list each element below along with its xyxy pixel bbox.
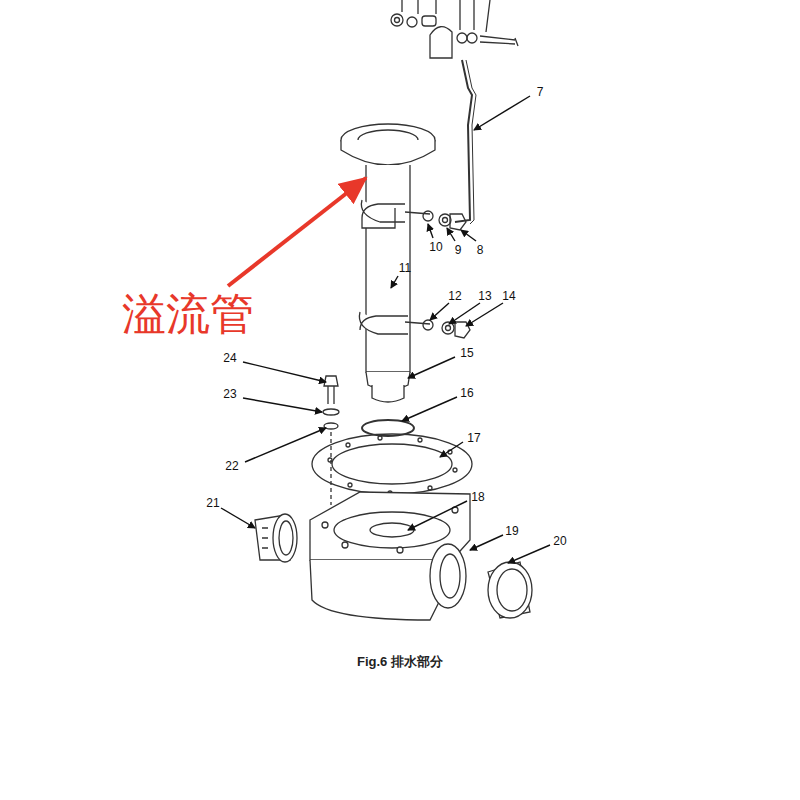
- callout-number: 12: [448, 290, 461, 302]
- overflow-pipe: [341, 124, 435, 402]
- valve-body: [310, 492, 470, 620]
- top-hardware: [391, 0, 518, 58]
- callout-number: 18: [471, 491, 484, 503]
- callout-number: 22: [225, 460, 238, 472]
- callout-number: 15: [460, 347, 473, 359]
- callout-number: 17: [467, 432, 480, 444]
- callout-number: 13: [478, 290, 491, 302]
- callout-number: 16: [460, 387, 473, 399]
- part-name: 溢流管: [122, 292, 254, 336]
- callout-number: 11: [399, 262, 411, 274]
- callout-number: 23: [223, 388, 236, 400]
- callout-number: 7: [537, 86, 544, 98]
- callout-number: 14: [502, 290, 515, 302]
- gasket: [312, 434, 472, 495]
- callout-number: 24: [223, 352, 236, 364]
- callout-number: 19: [505, 525, 518, 537]
- linkage-rod: [455, 60, 472, 222]
- callout-number: 20: [553, 535, 566, 547]
- callout-number: 10: [429, 241, 442, 253]
- callout-number: 8: [477, 244, 484, 256]
- upper-fasteners: [423, 211, 470, 338]
- leader-lines: [221, 96, 550, 563]
- figure-caption: Fig.6 排水部分: [0, 653, 800, 671]
- fitting-right: [488, 562, 532, 618]
- callout-number: 9: [455, 244, 462, 256]
- callout-number: 21: [206, 497, 219, 509]
- fitting-left: [255, 514, 297, 562]
- red-pointer-arrow: [228, 178, 366, 286]
